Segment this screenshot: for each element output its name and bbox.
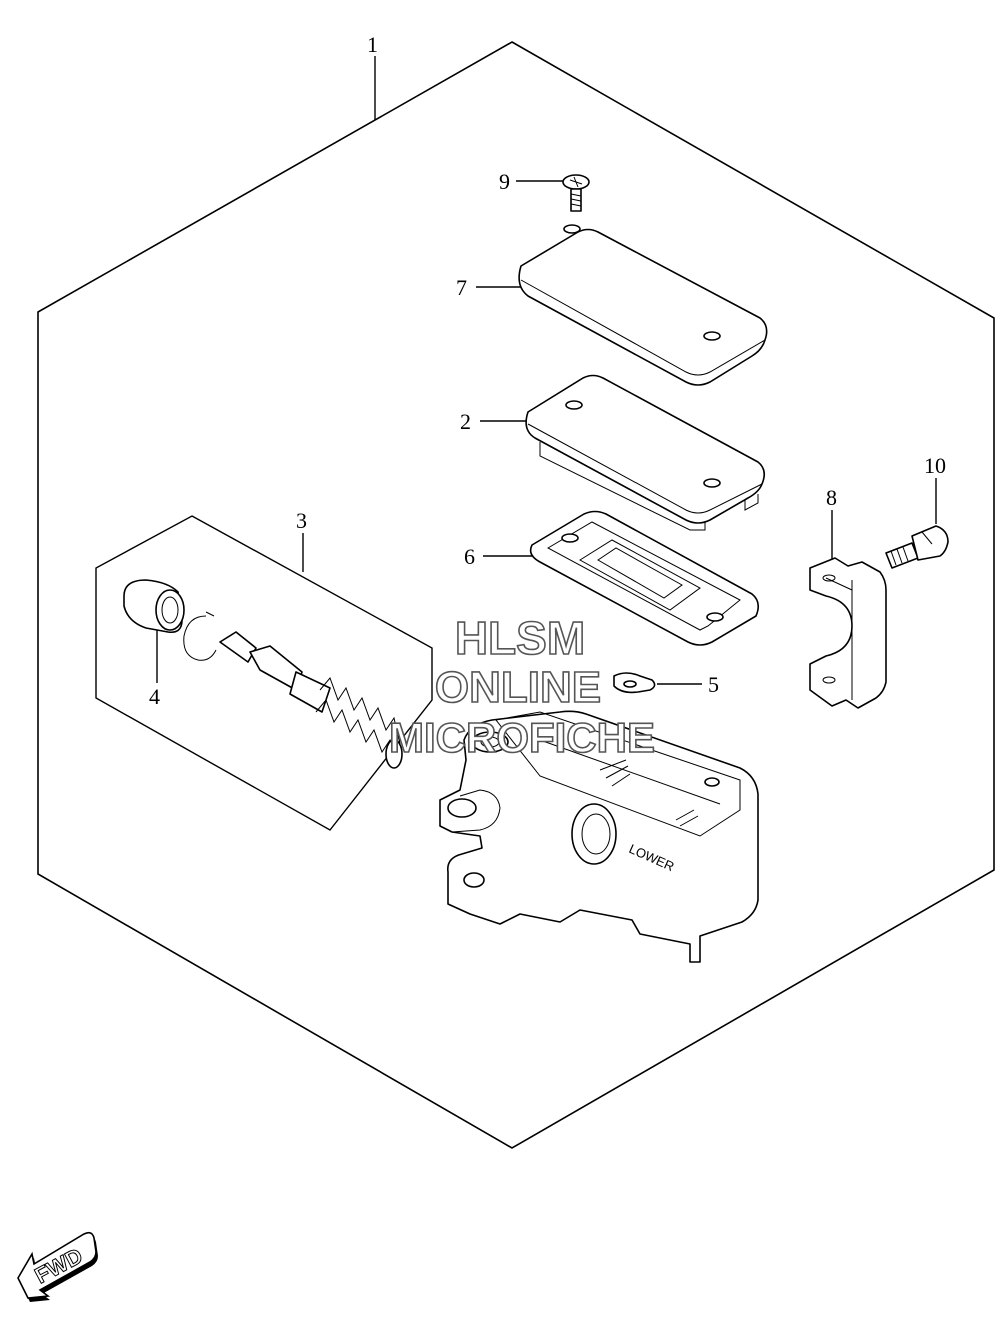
spring bbox=[315, 677, 401, 761]
watermark: HLSM ONLINE MICROFICHE bbox=[388, 611, 656, 762]
callout-1: 1 bbox=[367, 32, 378, 57]
callout-4: 4 bbox=[149, 684, 160, 709]
watermark-line-2: ONLINE bbox=[435, 663, 601, 712]
part-2-diaphragm-plate bbox=[525, 374, 766, 531]
part-4-dust-boot bbox=[123, 579, 185, 634]
watermark-line-1: HLSM bbox=[455, 612, 585, 664]
circlip bbox=[183, 611, 217, 661]
callout-7: 7 bbox=[456, 275, 467, 300]
assembly-outline bbox=[37, 41, 995, 1149]
part-10-bolt bbox=[885, 525, 949, 569]
piston-set-outline bbox=[95, 515, 433, 831]
part-5-clip bbox=[613, 672, 656, 694]
callout-2: 2 bbox=[460, 409, 471, 434]
callout-3: 3 bbox=[296, 508, 307, 533]
callout-8: 8 bbox=[826, 485, 837, 510]
part-6-diaphragm bbox=[529, 510, 760, 646]
callout-5: 5 bbox=[708, 672, 719, 697]
part-7-reservoir-cap bbox=[518, 224, 768, 386]
part-3-piston-spring bbox=[219, 631, 403, 769]
watermark-line-3: MICROFICHE bbox=[389, 714, 655, 761]
part-9-screw bbox=[562, 174, 590, 212]
part-8-holder-clamp bbox=[809, 557, 887, 709]
master-cylinder-body: LOWER bbox=[439, 710, 759, 963]
callout-labels: 1 2 3 4 5 6 7 8 9 10 bbox=[149, 32, 946, 709]
leader-lines bbox=[156, 56, 937, 685]
callout-10: 10 bbox=[924, 453, 946, 478]
fwd-arrow-icon: FWD bbox=[17, 1231, 98, 1302]
callout-9: 9 bbox=[499, 169, 510, 194]
callout-6: 6 bbox=[464, 544, 475, 569]
